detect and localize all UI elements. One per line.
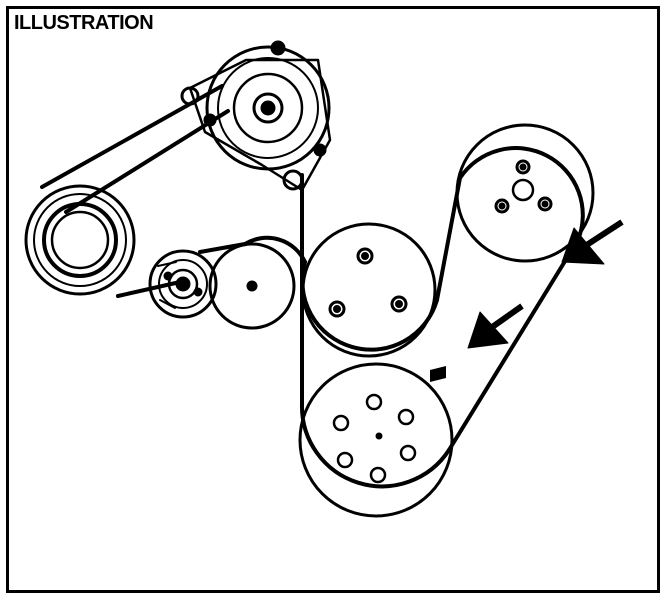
illustration-title: ILLUSTRATION bbox=[14, 12, 154, 34]
alternator-pulley bbox=[180, 40, 332, 192]
drive-belt bbox=[40, 84, 585, 489]
timing-mark bbox=[430, 366, 446, 382]
belt-direction-arrow bbox=[561, 219, 624, 265]
illustration-frame bbox=[6, 6, 660, 593]
belt-tensioner bbox=[148, 249, 218, 319]
ac-compressor-pulley bbox=[455, 123, 595, 263]
power-steering-pulley bbox=[24, 184, 136, 296]
crankshaft-pulley bbox=[298, 362, 454, 518]
idler-pulley bbox=[208, 242, 296, 330]
water-pump-pulley bbox=[301, 222, 437, 358]
belt-direction-arrow bbox=[467, 303, 524, 349]
